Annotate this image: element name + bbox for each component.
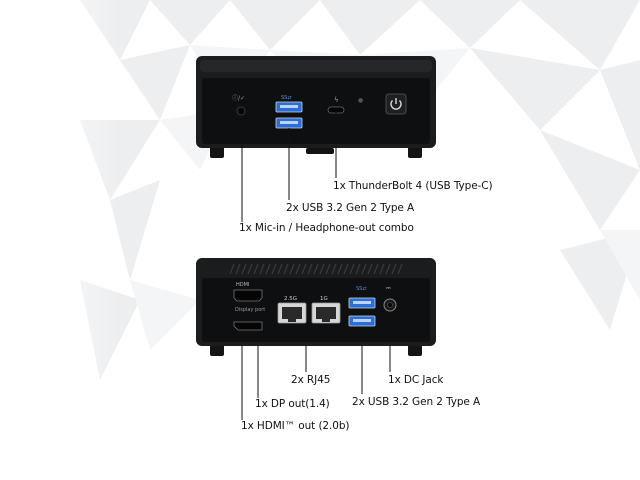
device-foot (210, 344, 224, 356)
device-foot (210, 146, 224, 158)
usb-icon (348, 315, 376, 327)
device-foot (408, 146, 422, 158)
dc-jack-label: 1x DC Jack (388, 374, 444, 386)
usb-port-front-top (275, 101, 303, 113)
hdmi-port (233, 289, 263, 302)
audio-combo-label: 1x Mic-in / Headphone-out combo (239, 222, 414, 234)
hdmi-out-label: 1x HDMI™ out (2.0b) (241, 420, 350, 432)
usb-icon (348, 297, 376, 309)
led-indicator-mark: ● (358, 97, 363, 104)
ethernet-icon (311, 302, 341, 324)
dp-out-label: 1x DP out(1.4) (255, 398, 330, 410)
rj45-label: 2x RJ45 (291, 374, 331, 386)
hdmi-port-mark: HDMI (236, 282, 249, 288)
front-usb-label: 2x USB 3.2 Gen 2 Type A (286, 202, 415, 214)
dc-jack-mark: ⎓ (386, 285, 391, 292)
displayport-mark: Display port (235, 307, 265, 313)
audio-jack (236, 106, 246, 116)
power-button-icon (385, 93, 407, 115)
back-usb-label: 2x USB 3.2 Gen 2 Type A (352, 396, 481, 408)
back-device-image: HDMI Display port 2.5G 1G SS⇄ ⎓ (196, 258, 436, 356)
front-device-image: ⓘ/✓ SS⇄ ϟ ● (196, 56, 436, 158)
device-foot (408, 344, 422, 356)
thunderbolt-label: 1x ThunderBolt 4 (USB Type-C) (333, 180, 493, 192)
vent-grille (229, 263, 403, 275)
thunderbolt-icon: ϟ (334, 96, 339, 104)
audio-port-mark: ⓘ/✓ (232, 94, 245, 102)
usb-port-mark: SS⇄ (281, 95, 292, 101)
usb-port-mark: SS⇄ (356, 286, 367, 292)
lan2-speed-mark: 1G (320, 296, 328, 302)
ethernet-icon (277, 302, 307, 324)
lan1-speed-mark: 2.5G (284, 296, 297, 302)
dc-jack-icon (383, 298, 397, 312)
displayport-port (233, 321, 263, 331)
